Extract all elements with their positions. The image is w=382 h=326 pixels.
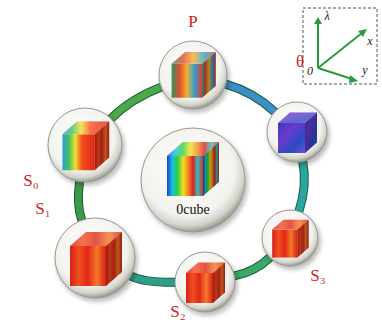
- ring-connector: [226, 84, 275, 112]
- parameter-cube-node: θ: [267, 102, 327, 162]
- node-label: P: [188, 13, 197, 32]
- parameter-cube-node: S₁: [55, 218, 135, 298]
- ring-band: [299, 161, 305, 211]
- node-label: θ: [296, 53, 304, 72]
- ring-outline: [299, 161, 305, 211]
- axis-label: y: [362, 64, 367, 77]
- ring-connector: [111, 87, 161, 119]
- ring-band: [78, 182, 81, 221]
- ring-band: [234, 258, 270, 276]
- parameter-cube-node: S₀: [48, 108, 122, 182]
- ring-connector: [131, 276, 175, 282]
- axis-inset: [303, 8, 377, 84]
- axis-label: 0: [307, 65, 313, 78]
- data-cubes: [62, 52, 317, 303]
- ring-band: [131, 276, 175, 282]
- node-label: 0cube: [176, 202, 209, 217]
- center-cube-node: 0cube: [141, 128, 245, 232]
- ring-outline: [131, 276, 175, 282]
- ring-outline: [78, 182, 81, 221]
- node-frames: [48, 41, 330, 316]
- axis-label: λ: [324, 10, 329, 23]
- node-label: S₃: [310, 267, 325, 286]
- ring-outline: [226, 84, 275, 112]
- ring-outline: [111, 87, 161, 119]
- ring-outline: [234, 258, 270, 276]
- parameter-cube-node: S₃: [262, 210, 318, 266]
- node-label: S₀: [23, 172, 38, 191]
- ring-connector: [78, 182, 81, 221]
- ring-band: [226, 84, 275, 112]
- ring-connector: [299, 161, 305, 211]
- ring-band: [111, 87, 161, 119]
- axis-label: x: [367, 35, 372, 48]
- parameter-cube-node: P: [159, 41, 227, 109]
- node-label: S₂: [170, 303, 185, 322]
- node-label: S₁: [35, 200, 50, 219]
- parameter-cube-node: S₂: [175, 252, 235, 312]
- ring-connector: [234, 258, 270, 276]
